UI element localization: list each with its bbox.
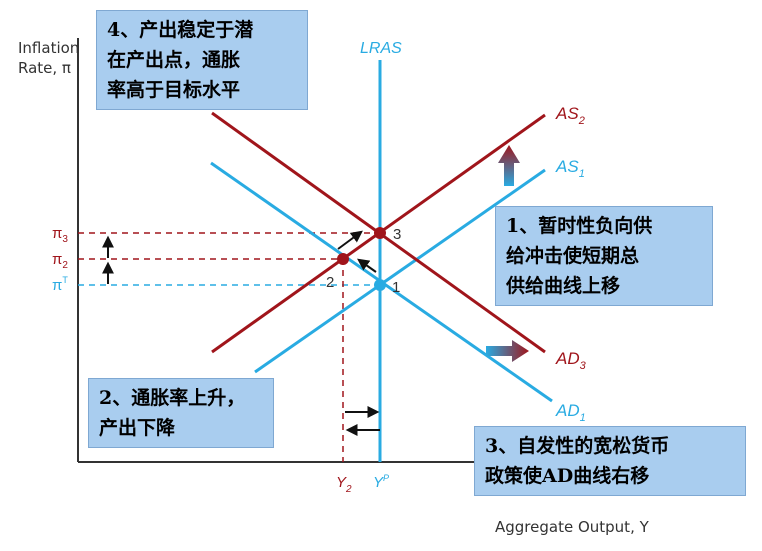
point-3-marker bbox=[374, 227, 386, 239]
as1-label: AS1 bbox=[555, 157, 585, 180]
callout-2-line2: 产出下降 bbox=[99, 417, 176, 439]
callout-4-line3: 率高于目标水平 bbox=[107, 79, 241, 101]
tick-yp: YP bbox=[373, 473, 389, 491]
point-1-label: 1 bbox=[392, 279, 400, 296]
callout-1-line3: 供给曲线上移 bbox=[506, 275, 621, 297]
ad3-label: AD3 bbox=[555, 349, 587, 372]
callout-4: 4、产出稳定于潜 在产出点，通胀 率高于目标水平 bbox=[96, 10, 308, 110]
y-axis-title-line2: Rate, π bbox=[18, 59, 71, 77]
as-shift-up-arrow bbox=[498, 145, 520, 186]
ad1-label: AD1 bbox=[555, 401, 586, 424]
callout-3: 3、自发性的宽松货币 政策使AD曲线右移 bbox=[474, 426, 746, 496]
arrow-1-to-2 bbox=[357, 258, 377, 273]
callout-1-line1: 1、暂时性负向供 bbox=[506, 215, 653, 237]
as2-label: AS2 bbox=[555, 104, 585, 127]
callout-3-line2: 政策使AD曲线右移 bbox=[485, 465, 650, 487]
tick-pi2: π2 bbox=[52, 251, 68, 271]
callout-2-line1: 2、通胀率上升， bbox=[99, 387, 246, 409]
tick-piT: πT bbox=[52, 275, 68, 294]
as1-curve bbox=[254, 168, 546, 374]
callout-2: 2、通胀率上升， 产出下降 bbox=[88, 378, 274, 448]
point-3-label: 3 bbox=[393, 226, 401, 243]
y-axis-title: Inflation Rate, π bbox=[18, 38, 79, 78]
point-2-marker bbox=[337, 253, 349, 265]
x-axis-title: Aggregate Output, Y bbox=[495, 518, 649, 536]
callout-4-line2: 在产出点，通胀 bbox=[107, 49, 241, 71]
callout-3-line1: 3、自发性的宽松货币 bbox=[485, 435, 670, 457]
tick-y2: Y2 bbox=[336, 474, 352, 495]
y-axis-title-line1: Inflation bbox=[18, 39, 80, 57]
lras-label: LRAS bbox=[360, 40, 402, 57]
callout-1-line2: 给冲击使短期总 bbox=[506, 245, 640, 267]
point-1-marker bbox=[374, 279, 386, 291]
point-2-label: 2 bbox=[326, 274, 334, 291]
arrow-2-to-3 bbox=[337, 230, 363, 250]
callout-1: 1、暂时性负向供 给冲击使短期总 供给曲线上移 bbox=[495, 206, 713, 306]
tick-pi3: π3 bbox=[52, 225, 68, 245]
ad-shift-right-arrow bbox=[486, 340, 529, 362]
callout-4-line1: 4、产出稳定于潜 bbox=[107, 19, 254, 41]
